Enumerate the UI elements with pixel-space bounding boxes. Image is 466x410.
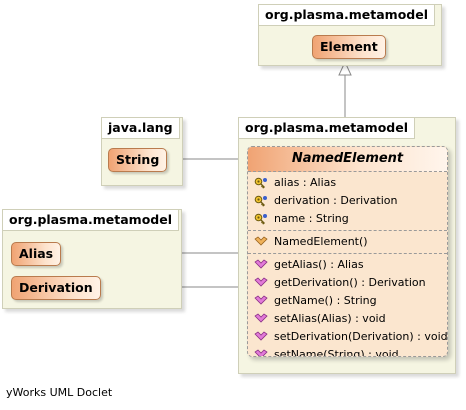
method-row[interactable]: setName(String) : void (248, 346, 447, 357)
class-element[interactable]: Element (312, 35, 386, 59)
constructor-row[interactable]: NamedElement() (248, 233, 447, 251)
class-alias[interactable]: Alias (11, 242, 62, 266)
attribute-row[interactable]: name : String (248, 210, 447, 228)
method-row[interactable]: getAlias() : Alias (248, 256, 447, 274)
method-row[interactable]: setAlias(Alias) : void (248, 310, 447, 328)
attributes-section: alias : Alias derivation : Derivation na… (248, 172, 447, 231)
package-title: org.plasma.metamodel (3, 210, 180, 231)
class-string[interactable]: String (108, 148, 168, 172)
method-row[interactable]: setDerivation(Derivation) : void (248, 328, 447, 346)
method-text: getAlias() : Alias (274, 258, 364, 271)
method-text: setName(String) : void (274, 348, 399, 357)
method-row[interactable]: getDerivation() : Derivation (248, 274, 447, 292)
methods-section: getAlias() : Alias getDerivation() : Der… (248, 254, 447, 357)
footer-caption: yWorks UML Doclet (6, 386, 113, 399)
constructor-icon (254, 236, 268, 248)
method-icon (254, 331, 268, 343)
class-derivation[interactable]: Derivation (11, 276, 101, 300)
method-icon (254, 313, 268, 325)
package-title: java.lang (102, 118, 180, 139)
class-named-element[interactable]: NamedElement alias : Alias derivation : … (247, 146, 448, 357)
method-text: setAlias(Alias) : void (274, 312, 386, 325)
attribute-row[interactable]: alias : Alias (248, 174, 447, 192)
package-title: org.plasma.metamodel (259, 5, 436, 26)
method-icon (254, 349, 268, 356)
key-icon (254, 177, 268, 189)
attribute-text: alias : Alias (274, 176, 337, 189)
method-text: getDerivation() : Derivation (274, 276, 426, 289)
method-icon (254, 277, 268, 289)
attribute-text: name : String (274, 212, 349, 225)
inheritance-arrowhead (338, 60, 352, 76)
constructors-section: NamedElement() (248, 231, 447, 254)
attribute-text: derivation : Derivation (274, 194, 398, 207)
attribute-row[interactable]: derivation : Derivation (248, 192, 447, 210)
class-name: NamedElement (248, 147, 447, 172)
method-icon (254, 295, 268, 307)
package-title: org.plasma.metamodel (239, 118, 416, 139)
method-text: setDerivation(Derivation) : void (274, 330, 448, 343)
constructor-text: NamedElement() (274, 235, 368, 248)
method-text: getName() : String (274, 294, 377, 307)
key-icon (254, 213, 268, 225)
package-top: org.plasma.metamodel (258, 4, 442, 66)
method-icon (254, 259, 268, 271)
method-row[interactable]: getName() : String (248, 292, 447, 310)
key-icon (254, 195, 268, 207)
